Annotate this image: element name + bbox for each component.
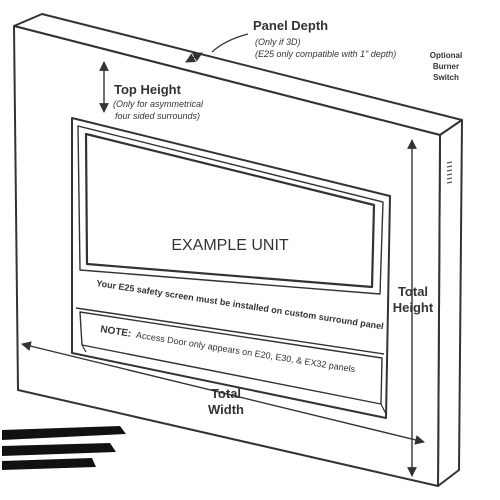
top-height-note-line1: (Only for asymmetrical (113, 99, 204, 109)
total-width-label-line2: Width (208, 402, 244, 417)
unit-trim-bevel (77, 125, 384, 295)
total-width-dimension (21, 341, 425, 445)
example-unit-label: EXAMPLE UNIT (171, 237, 289, 254)
optional-switch-label-line3: Switch (433, 73, 459, 82)
top-height-note-line2: four sided surrounds) (115, 111, 200, 121)
burner-switch-icon (446, 161, 453, 184)
total-width-label-line1: Total (211, 386, 241, 401)
optional-switch-label-line1: Optional (430, 51, 462, 60)
redaction-bar (2, 458, 96, 470)
redaction-bar (2, 443, 116, 456)
panel-depth-dimension (185, 33, 249, 63)
redaction-bar (2, 426, 126, 440)
panel-depth-title: Panel Depth (253, 18, 328, 33)
unit-viewing-glass (84, 132, 376, 289)
panel-depth-note-e25: (E25 only compatible with 1" depth) (255, 49, 396, 59)
redacted-text (2, 426, 126, 470)
top-height-title: Top Height (114, 82, 182, 97)
panel-front-face (13, 25, 441, 487)
panel-depth-note-3d: (Only if 3D) (255, 37, 301, 47)
total-height-label-line1: Total (398, 284, 428, 299)
total-height-label-line2: Height (393, 300, 434, 315)
optional-switch-label-line2: Burner (433, 62, 459, 71)
access-door-note-bold: NOTE: (100, 324, 132, 340)
